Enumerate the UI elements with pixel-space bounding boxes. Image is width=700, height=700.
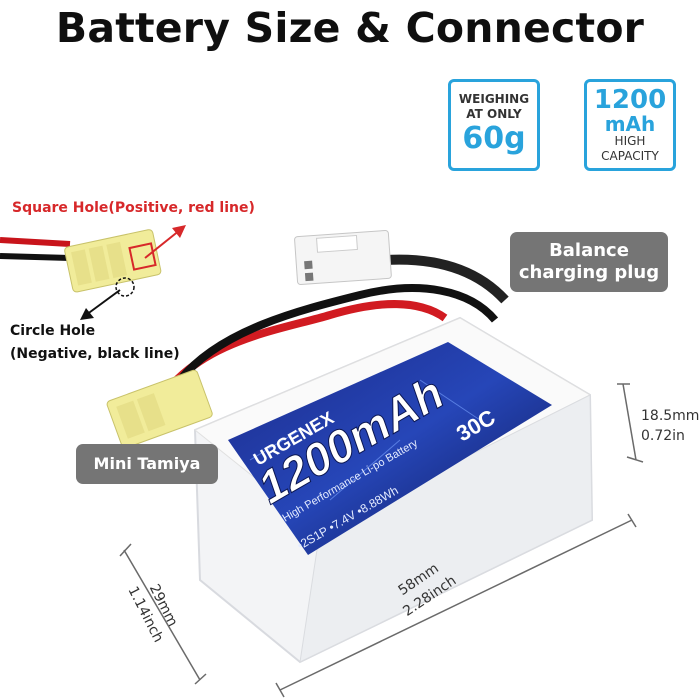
mini-tamiya-label: Mini Tamiya — [76, 444, 218, 484]
square-hole-annotation: Square Hole(Positive, red line) — [12, 200, 255, 216]
negative-wire-left — [0, 253, 71, 261]
mini-tamiya-plug — [106, 369, 213, 449]
balance-plug-label: Balance charging plug — [510, 232, 668, 292]
capacity-unit: mAh — [604, 112, 656, 136]
height-dimension: 18.5mm 0.72in — [641, 406, 699, 446]
capacity-badge: 1200 mAh HIGH CAPACITY — [584, 79, 676, 171]
dimension-lines — [119, 383, 644, 698]
circle-hole-annotation: Circle Hole (Negative, black line) — [10, 320, 180, 366]
main-black-lead — [176, 284, 499, 383]
weight-value: 60g — [462, 121, 526, 156]
balance-label-line2: charging plug — [518, 262, 660, 283]
balance-wires — [384, 254, 509, 304]
weight-line1: WEIGHING — [458, 92, 530, 106]
positive-wire-left — [0, 237, 71, 247]
circle-hole-line2: (Negative, black line) — [10, 346, 180, 362]
height-mm: 18.5mm — [641, 408, 700, 424]
tamiya-female-connector — [64, 229, 162, 293]
capacity-line2: CAPACITY — [601, 149, 659, 163]
capacity-value: 1200 — [593, 85, 667, 115]
weight-badge: WEIGHING AT ONLY 60g — [448, 79, 540, 171]
balance-label-line1: Balance — [549, 240, 629, 261]
height-in: 0.72in — [641, 428, 685, 444]
page-title: Battery Size & Connector — [55, 4, 645, 52]
circle-hole-line1: Circle Hole — [10, 323, 96, 339]
capacity-line1: HIGH — [614, 134, 646, 148]
weight-line2: AT ONLY — [466, 107, 522, 121]
balance-plug — [294, 229, 392, 286]
circle-hole-marker — [115, 277, 135, 297]
